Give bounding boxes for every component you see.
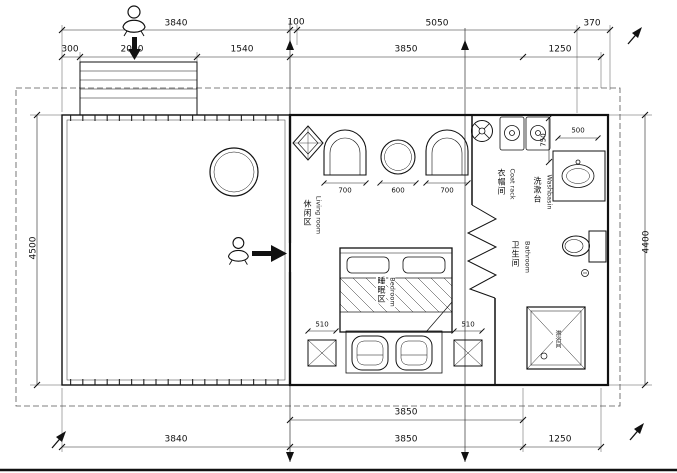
bed	[339, 247, 453, 333]
dim-top-5050: 5050	[425, 18, 449, 29]
room-label-living-en: Living room	[314, 195, 323, 235]
dim-washbasin-500: 500	[571, 126, 585, 135]
room-label-washbasin-zh: 洗漱台	[533, 176, 542, 204]
site-boundary	[15, 87, 621, 407]
room-label-living-zh: 休闲区	[303, 199, 312, 227]
dim-2000: 2000	[120, 44, 144, 55]
leader-arrow-bottom-left	[51, 431, 66, 449]
dim-left-4500: 4500	[28, 236, 39, 260]
bed-foot-bench	[345, 330, 443, 374]
round-table	[209, 147, 259, 197]
dim-top-1250: 1250	[548, 44, 572, 55]
leader-arrow-bottom-right	[629, 423, 644, 441]
person-icon-entry	[227, 237, 249, 265]
entry-arrow-right-icon	[252, 245, 287, 262]
wardrobe-appliance-icons	[499, 116, 551, 151]
dim-table-600: 600	[391, 186, 405, 195]
room-label-bedroom-zh: 睡眠区	[376, 276, 386, 304]
entry-steps	[79, 61, 198, 116]
dim-bottom-3850-inner: 3850	[394, 407, 418, 418]
dim-top-370: 370	[583, 18, 601, 29]
nightstand-right	[453, 339, 483, 367]
dim-bottom-1250: 1250	[548, 434, 572, 445]
dim-washbasin-750: 750	[539, 133, 548, 147]
person-icon-top	[122, 5, 146, 37]
room-label-bathroom-en: Bathroom	[523, 241, 532, 273]
washbasin-counter	[552, 150, 606, 202]
arch-chair-left	[323, 129, 367, 176]
floor-drain-icon	[581, 269, 589, 277]
nightstand-left	[307, 339, 337, 367]
dim-chair-right-700: 700	[440, 186, 454, 195]
room-label-bedroom-en: Bedroom	[388, 276, 397, 308]
wall-mirror-icon	[292, 125, 324, 161]
dim-top-3840: 3840	[164, 18, 188, 29]
dim-nightstand-left-510: 510	[315, 320, 329, 329]
room-label-coat-rack-en: Coat rack	[508, 168, 517, 200]
leader-arrow-top-right	[627, 27, 642, 45]
entry-arrow-down-icon	[128, 37, 141, 60]
dim-bottom-3840: 3840	[164, 434, 188, 445]
pillow-right	[402, 256, 446, 274]
pillow-left	[346, 256, 390, 274]
deck-area	[66, 115, 286, 385]
dim-300: 300	[61, 44, 79, 55]
grid-axes	[286, 20, 469, 462]
dim-top-3850: 3850	[394, 44, 418, 55]
room-label-washbasin-en: Washbasin	[545, 174, 554, 210]
ceiling-fan-icon	[471, 120, 493, 142]
toilet	[562, 230, 607, 263]
room-label-shower-zh: 淋浴间	[553, 330, 561, 348]
dim-nightstand-right-510: 510	[461, 320, 475, 329]
room-label-bathroom-zh: 卫生间	[511, 240, 520, 268]
dim-chair-left-700: 700	[338, 186, 352, 195]
room-label-coat-rack-zh: 衣帽间	[497, 168, 506, 196]
arch-chair-right	[425, 129, 469, 176]
dim-right-4400: 4400	[641, 230, 652, 254]
round-side-table	[380, 139, 416, 175]
dim-1540: 1540	[230, 44, 254, 55]
dim-bottom-3850: 3850	[394, 434, 418, 445]
folding-partition	[466, 204, 498, 299]
dim-top-100: 100	[287, 17, 305, 28]
